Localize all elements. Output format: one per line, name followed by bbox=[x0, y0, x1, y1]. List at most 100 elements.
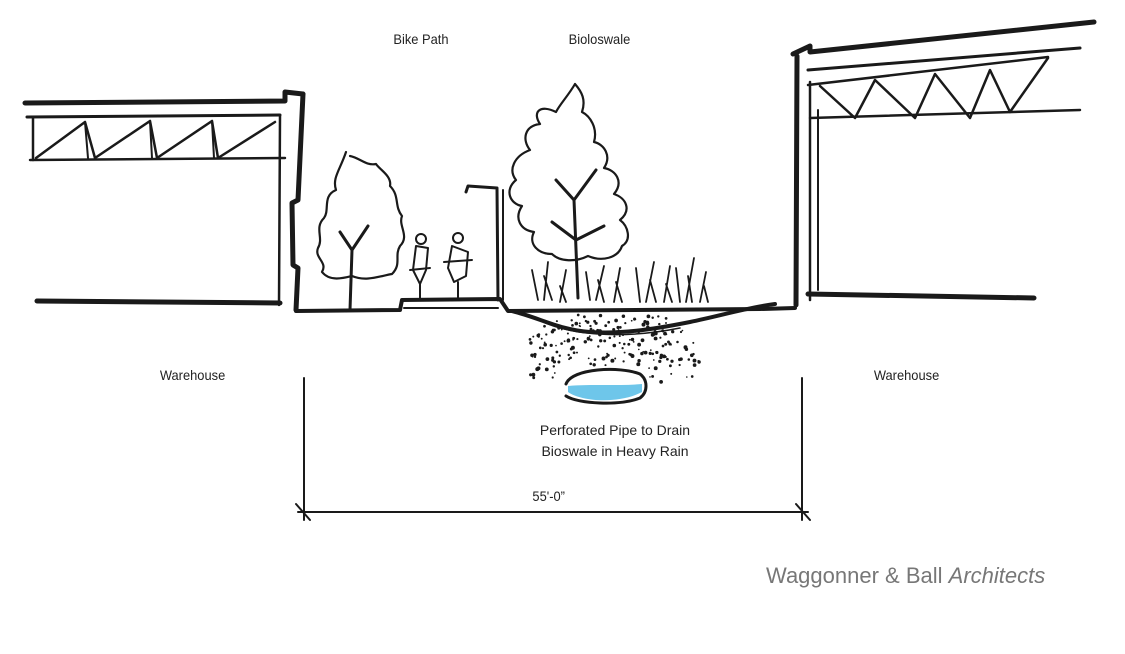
gravel-dot bbox=[623, 351, 626, 354]
dimension-label: 55'-0” bbox=[532, 488, 565, 504]
gravel-dot bbox=[552, 323, 554, 326]
gravel-dot bbox=[538, 346, 542, 350]
gravel-dot bbox=[591, 329, 595, 333]
gravel-dot bbox=[658, 322, 661, 326]
gravel-dot bbox=[645, 320, 650, 324]
gravel-dot bbox=[628, 338, 631, 341]
gravel-dot bbox=[571, 324, 574, 327]
gravel-dot bbox=[551, 376, 554, 379]
gravel-dot bbox=[692, 358, 697, 363]
gravel-dot bbox=[586, 336, 590, 339]
gravel-dot bbox=[530, 353, 534, 358]
gravel-dot bbox=[681, 329, 684, 332]
gravel-dot bbox=[668, 364, 672, 368]
gravel-dot bbox=[651, 316, 654, 319]
gravel-dot bbox=[622, 334, 624, 337]
gravel-dot bbox=[604, 324, 608, 328]
gravel-dot bbox=[618, 335, 621, 338]
gravel-dot bbox=[664, 317, 668, 320]
gravel-dot bbox=[572, 351, 576, 355]
gravel-dot bbox=[666, 357, 669, 361]
street-lamp bbox=[464, 184, 504, 302]
gravel-dot bbox=[608, 332, 610, 335]
street-tree-left bbox=[316, 150, 406, 312]
gravel-dot bbox=[652, 326, 657, 331]
gravel-dot bbox=[560, 328, 563, 331]
gravel-dot bbox=[653, 336, 658, 341]
gravel-dot bbox=[628, 330, 632, 333]
gravel-dot bbox=[545, 333, 548, 336]
gravel-dot bbox=[538, 363, 541, 366]
gravel-dot bbox=[616, 325, 620, 330]
gravel-dot bbox=[532, 376, 536, 380]
gravel-dot bbox=[543, 341, 546, 344]
gravel-dot bbox=[537, 333, 541, 336]
gravel-dot bbox=[574, 321, 579, 326]
gravel-dot bbox=[529, 341, 533, 345]
gravel-dot bbox=[560, 342, 563, 345]
gravel-stipple bbox=[528, 313, 701, 384]
gravel-dot bbox=[613, 335, 616, 338]
gravel-dot bbox=[532, 335, 535, 338]
gravel-dot bbox=[692, 363, 697, 367]
gravel-dot bbox=[623, 342, 626, 346]
gravel-dot bbox=[630, 337, 635, 342]
gravel-dot bbox=[531, 372, 536, 377]
gravel-dot bbox=[660, 353, 663, 356]
gravel-dot bbox=[636, 362, 641, 367]
gravel-dot bbox=[593, 319, 597, 323]
gravel-dot bbox=[543, 342, 547, 347]
gravel-dot bbox=[597, 345, 600, 348]
gravel-dot bbox=[555, 344, 557, 347]
gravel-dot bbox=[643, 350, 648, 355]
bike-path-label: Bike Path bbox=[393, 31, 449, 47]
gravel-dot bbox=[557, 326, 561, 330]
gravel-dot bbox=[624, 322, 627, 325]
gravel-dot bbox=[552, 365, 556, 368]
gravel-dot bbox=[540, 337, 543, 340]
gravel-dot bbox=[658, 359, 662, 364]
gravel-dot bbox=[568, 358, 571, 361]
gravel-dot bbox=[535, 367, 540, 372]
gravel-dot bbox=[648, 367, 650, 369]
gravel-dot bbox=[551, 358, 555, 362]
gravel-dot bbox=[552, 328, 556, 332]
gravel-dot bbox=[649, 349, 652, 351]
gravel-dot bbox=[612, 327, 616, 332]
bioswale-label: Bioloswale bbox=[568, 31, 631, 47]
gravel-dot bbox=[583, 315, 586, 319]
gravel-dot bbox=[664, 342, 668, 346]
gravel-dot bbox=[558, 354, 561, 357]
ground-line bbox=[294, 297, 797, 313]
gravel-dot bbox=[570, 345, 575, 350]
gravel-dot bbox=[576, 338, 579, 341]
gravel-dot bbox=[662, 354, 666, 359]
gravel-dot bbox=[601, 356, 606, 361]
gravel-dot bbox=[598, 313, 603, 318]
right-warehouse-structure bbox=[790, 19, 1097, 308]
warehouse-right-label: Warehouse bbox=[873, 367, 940, 383]
gravel-dot bbox=[612, 343, 617, 348]
gravel-dot bbox=[630, 319, 633, 322]
gravel-dot bbox=[627, 342, 631, 346]
gravel-dot bbox=[692, 341, 695, 344]
gravel-dot bbox=[537, 335, 540, 338]
gravel-dot bbox=[576, 351, 578, 354]
gravel-dot bbox=[622, 360, 625, 363]
gravel-dot bbox=[659, 380, 663, 384]
gravel-dot bbox=[642, 350, 645, 353]
gravel-dot bbox=[589, 362, 593, 366]
gravel-dot bbox=[641, 322, 646, 327]
gravel-dot bbox=[663, 331, 667, 336]
gravel-dot bbox=[661, 344, 665, 348]
gravel-dot bbox=[621, 314, 626, 318]
gravel-dot bbox=[648, 351, 652, 355]
gravel-dot bbox=[572, 338, 575, 341]
gravel-dot bbox=[557, 360, 561, 364]
bioswale-basin bbox=[510, 302, 777, 336]
gravel-dot bbox=[555, 320, 558, 323]
gravel-dot bbox=[589, 324, 592, 328]
gravel-dot bbox=[689, 353, 694, 358]
gravel-dot bbox=[670, 372, 673, 375]
